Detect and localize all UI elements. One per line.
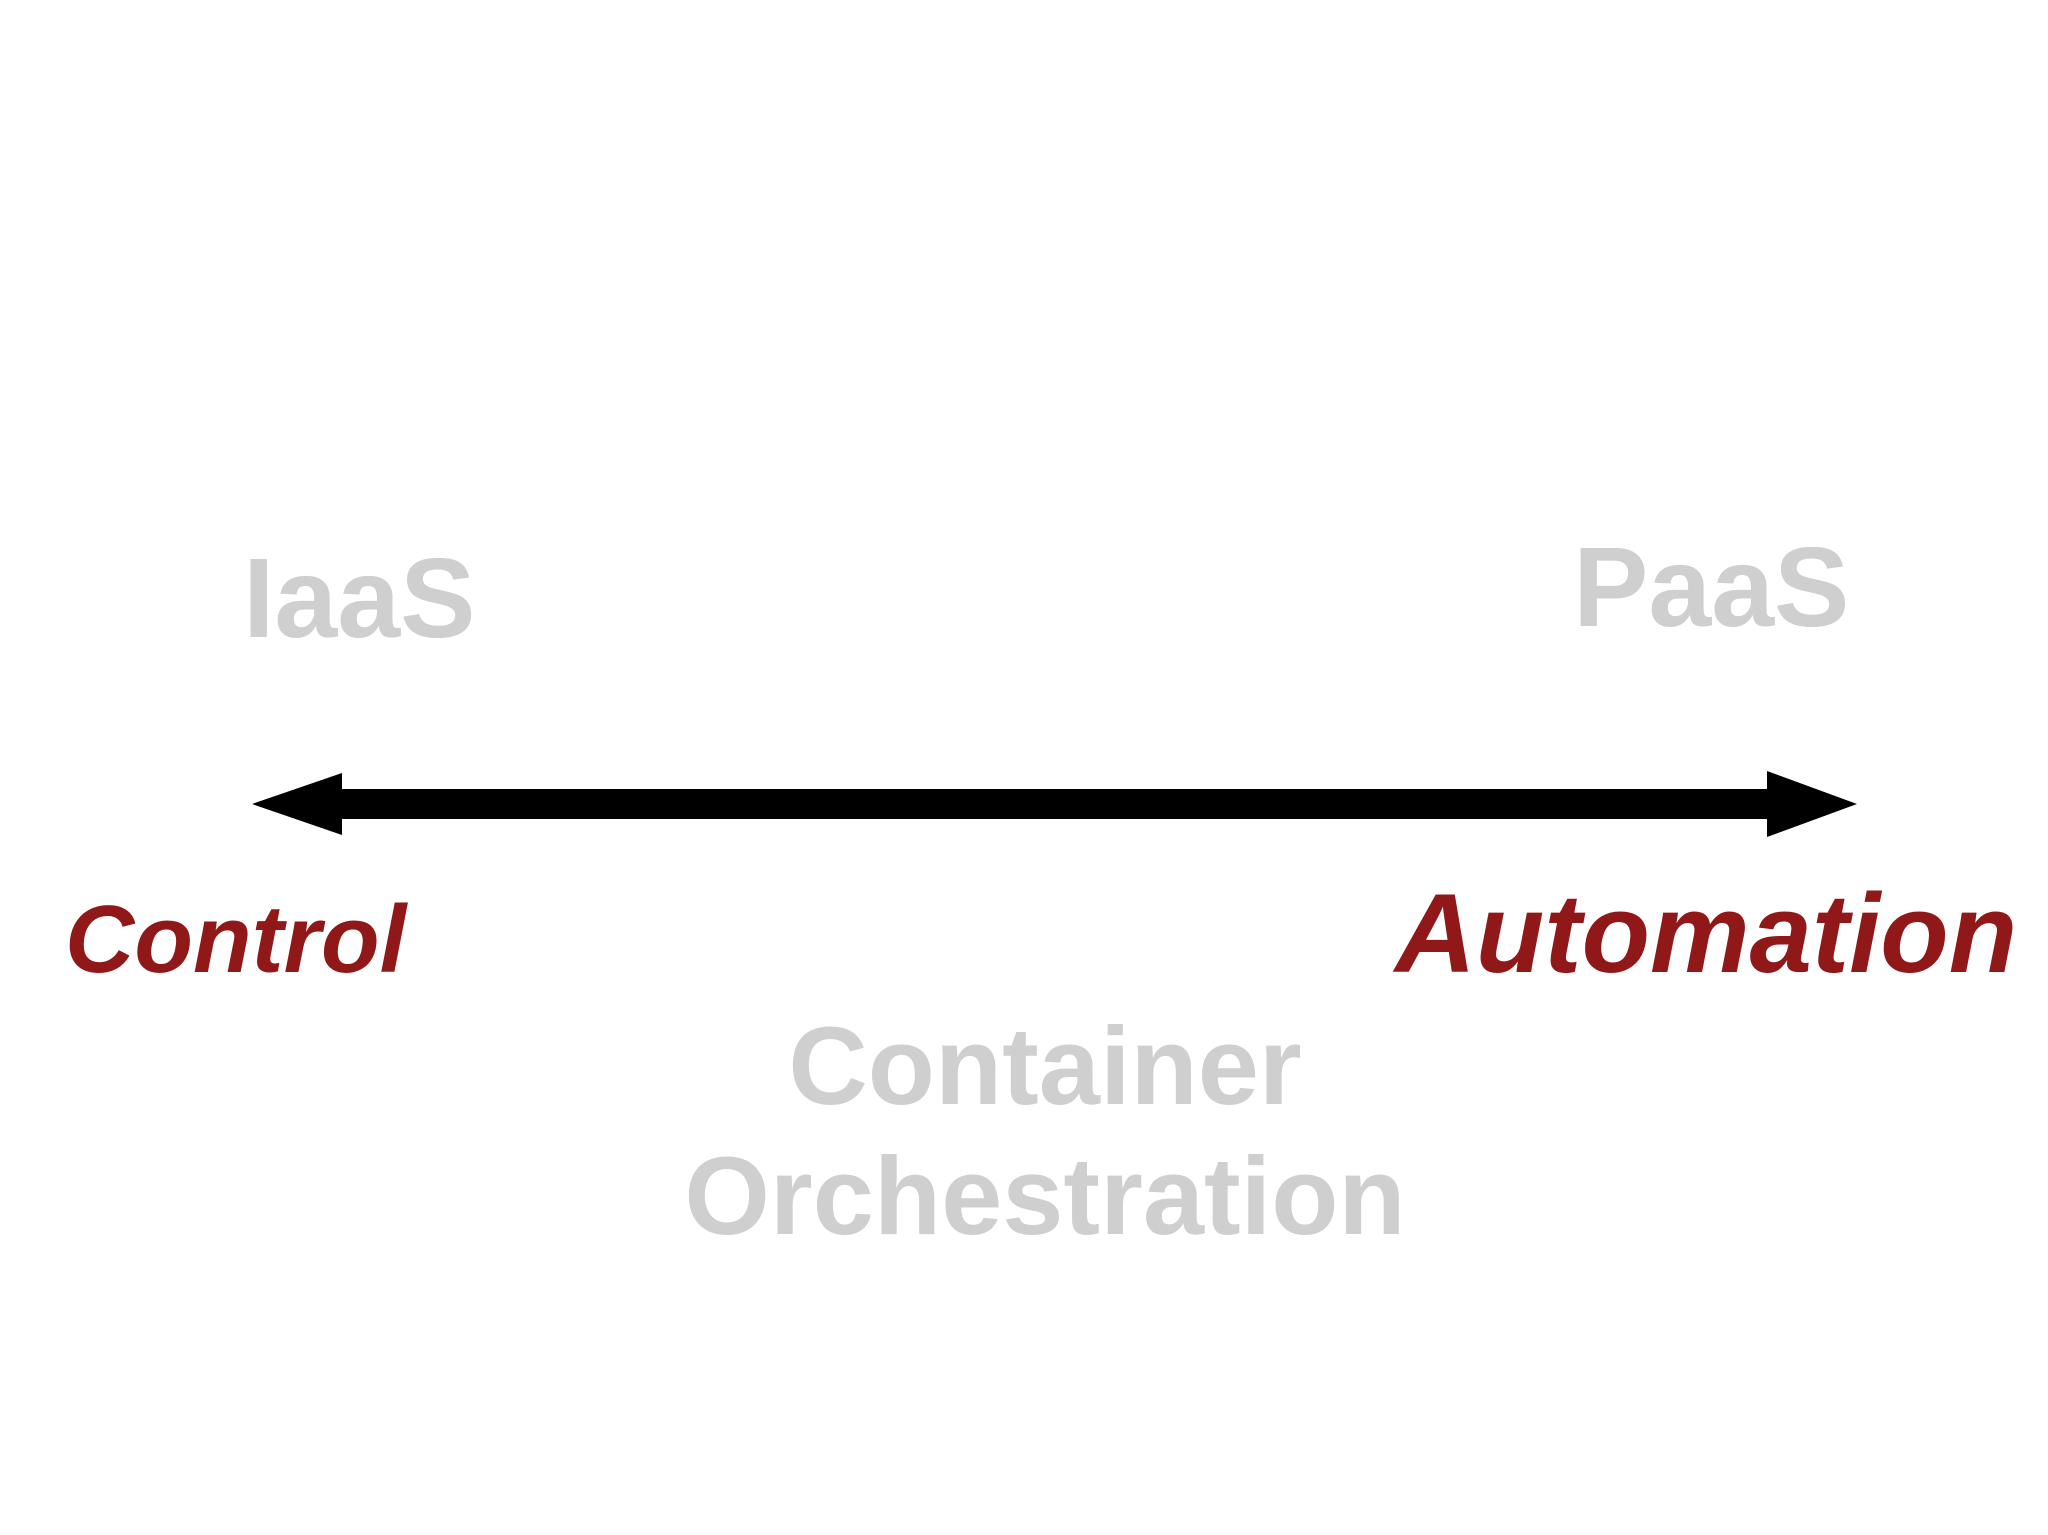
paas-label: PaaS xyxy=(1573,524,1850,650)
control-label: Control xyxy=(65,886,407,993)
left-arrowhead-icon xyxy=(252,773,342,835)
container-orchestration-label: Container Orchestration xyxy=(245,1002,1845,1262)
iaas-label: IaaS xyxy=(243,535,476,661)
automation-label: Automation xyxy=(1395,871,2018,996)
container-orchestration-line2: Orchestration xyxy=(684,1135,1406,1258)
container-orchestration-line1: Container xyxy=(788,1005,1302,1128)
right-arrowhead-icon xyxy=(1767,771,1857,837)
